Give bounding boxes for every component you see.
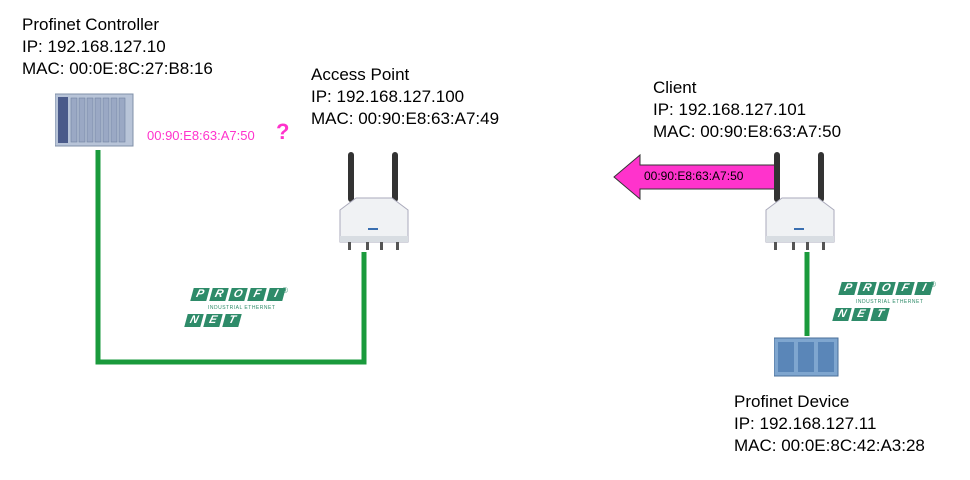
logo-registered: ® — [282, 286, 288, 295]
ap-mac: MAC: 00:90:E8:63:A7:49 — [311, 109, 500, 128]
plc-controller-icon — [55, 93, 134, 147]
controller-name: Profinet Controller — [22, 15, 160, 34]
client-icon — [765, 152, 835, 250]
access-point-icon — [339, 152, 409, 250]
device-mac: MAC: 00:0E:8C:42:A3:28 — [734, 436, 925, 455]
profinet-device-icon — [774, 337, 839, 377]
question-mark: ? — [276, 119, 290, 144]
profinet-logo: P R O F I INDUSTRIAL ETHERNET N E T ® — [824, 280, 944, 324]
controller-mac: MAC: 00:0E:8C:27:B8:16 — [22, 59, 213, 78]
client-mac: MAC: 00:90:E8:63:A7:50 — [653, 122, 842, 141]
logo-letter: F — [247, 288, 267, 301]
logo-letter: F — [895, 282, 915, 295]
logo-letter: E — [203, 314, 223, 327]
query-mac: 00:90:E8:63:A7:50 — [147, 128, 255, 143]
arrow-mac: 00:90:E8:63:A7:50 — [644, 169, 744, 183]
logo-subtitle: INDUSTRIAL ETHERNET — [208, 305, 276, 311]
logo-letter: O — [876, 282, 896, 295]
client-ip: IP: 192.168.127.101 — [653, 100, 807, 119]
logo-letter: T — [870, 308, 890, 321]
logo-letter: O — [228, 288, 248, 301]
ap-ip: IP: 192.168.127.100 — [311, 87, 465, 106]
device-label: Profinet Device IP: 192.168.127.11 MAC: … — [734, 391, 925, 457]
logo-letter: R — [857, 282, 877, 295]
client-name: Client — [653, 78, 697, 97]
mac-arrow — [613, 153, 777, 201]
logo-letter: E — [851, 308, 871, 321]
profinet-logo: P R O F I INDUSTRIAL ETHERNET N E T ® — [176, 286, 296, 330]
controller-to-ap-cable — [95, 150, 367, 365]
logo-letter: P — [190, 288, 210, 301]
controller-ip: IP: 192.168.127.10 — [22, 37, 166, 56]
ap-name: Access Point — [311, 65, 410, 84]
logo-subtitle: INDUSTRIAL ETHERNET — [856, 299, 924, 305]
logo-letter: N — [184, 314, 204, 327]
ap-label: Access Point IP: 192.168.127.100 MAC: 00… — [311, 64, 499, 130]
device-name: Profinet Device — [734, 392, 850, 411]
logo-letter: T — [222, 314, 242, 327]
controller-label: Profinet Controller IP: 192.168.127.10 M… — [22, 14, 213, 80]
logo-letter: P — [838, 282, 858, 295]
client-label: Client IP: 192.168.127.101 MAC: 00:90:E8… — [653, 77, 841, 143]
logo-letter: N — [832, 308, 852, 321]
logo-letter: R — [209, 288, 229, 301]
device-ip: IP: 192.168.127.11 — [734, 414, 877, 433]
logo-registered: ® — [930, 280, 936, 289]
